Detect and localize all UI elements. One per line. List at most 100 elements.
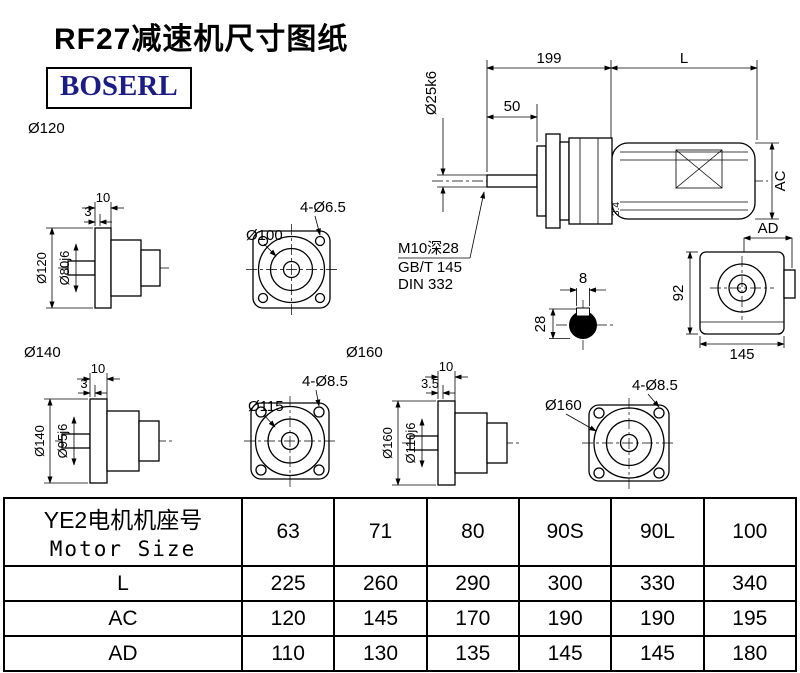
value-cell: 170 xyxy=(425,600,520,637)
bolt-hole xyxy=(593,407,605,419)
output-end-view: AD 92 145 xyxy=(670,220,796,363)
f140-pilot-dia: Ø115 xyxy=(248,398,284,415)
flange-120-plate xyxy=(94,227,112,309)
page-title: RF27减速机尺寸图纸 xyxy=(54,23,349,56)
f140-spigot-dia: Ø95j6 xyxy=(55,424,70,459)
value-cell: 110 xyxy=(240,635,336,672)
f120-spigot-dia: Ø80j6 xyxy=(57,251,72,286)
dim-50: 50 xyxy=(504,98,521,115)
motor-size-63: 63 xyxy=(240,497,336,567)
dimension-table: YE2电机机座号 Motor Size 63 71 80 90S 90L 100… xyxy=(3,497,798,672)
bolt-hole xyxy=(257,292,269,304)
main-assembly-view: 199 L 50 Ø25k6 AC 3.4 M10深28 GB/T 145 DI… xyxy=(398,50,789,293)
motor-size-header-cell: YE2电机机座号 Motor Size xyxy=(3,497,243,567)
f120-dim-3: 3 xyxy=(84,204,91,219)
table-row-AC: AC 120 145 170 190 190 195 xyxy=(3,600,798,637)
value-cell: 190 xyxy=(517,600,613,637)
f160-holes: 4-Ø8.5 xyxy=(632,377,678,394)
value-cell: 120 xyxy=(240,600,336,637)
motor-body xyxy=(611,142,756,220)
dim-199: 199 xyxy=(536,50,561,67)
f160-spigot-dia: Ø110j6 xyxy=(403,423,418,464)
dim-AD: AD xyxy=(758,220,779,237)
value-cell: 145 xyxy=(333,600,428,637)
gearbox-body xyxy=(568,137,613,225)
row-label-L: L xyxy=(3,565,243,602)
dim-AC: AC xyxy=(772,170,789,191)
f140-flange-dia: Ø140 xyxy=(32,425,47,457)
dim-shaft-diameter: Ø25k6 xyxy=(423,71,440,115)
shaft-keyway-section: 8 28 xyxy=(532,270,614,350)
flange-140-plate xyxy=(89,398,108,484)
flange-160-side-view: Ø160 10 3.5 Ø160 Ø110j6 xyxy=(346,344,520,486)
technical-drawing: 199 L 50 Ø25k6 AC 3.4 M10深28 GB/T 145 DI… xyxy=(24,50,796,489)
thread-note: M10深28 xyxy=(398,240,459,257)
dim-28: 28 xyxy=(532,316,549,333)
f160-dim-3-5: 3.5 xyxy=(421,376,439,391)
header-en: Motor Size xyxy=(49,537,197,562)
flange-140-side-view: Ø140 10 3 Ø140 Ø95j6 xyxy=(24,344,172,484)
flange-160-plate xyxy=(437,400,456,486)
value-cell: 225 xyxy=(240,565,336,602)
bolt-hole xyxy=(653,467,665,479)
f120-pilot-dia: Ø100 xyxy=(246,227,283,244)
bolt-hole xyxy=(593,467,605,479)
bolt-hole xyxy=(255,406,267,418)
f160-pilot-dia: Ø160 xyxy=(545,397,582,414)
value-cell: 130 xyxy=(333,635,428,672)
keyway-slot xyxy=(576,307,590,317)
value-cell: 290 xyxy=(425,565,520,602)
motor-size-80: 80 xyxy=(425,497,520,567)
table-row-L: L 225 260 290 300 330 340 xyxy=(3,565,798,602)
f140-dim-3: 3 xyxy=(80,376,87,391)
flange-140-front-view: Ø115 4-Ø8.5 xyxy=(244,373,348,487)
value-cell: 145 xyxy=(517,635,613,672)
f160-dim-10: 10 xyxy=(439,359,453,374)
value-cell: 135 xyxy=(425,635,520,672)
value-cell: 340 xyxy=(702,565,798,602)
flange-120-title: Ø120 xyxy=(28,120,65,137)
dim-8: 8 xyxy=(579,270,587,287)
header-cn: YE2电机机座号 xyxy=(43,506,203,533)
flange-160-title: Ø160 xyxy=(346,344,383,361)
bolt-hole xyxy=(255,464,267,476)
flange-160-front-view: Ø160 4-Ø8.5 xyxy=(545,377,678,489)
value-cell: 195 xyxy=(702,600,798,637)
bolt-hole xyxy=(313,464,325,476)
bolt-hole xyxy=(314,292,326,304)
motor-size-90L: 90L xyxy=(610,497,705,567)
value-cell: 180 xyxy=(702,635,798,672)
value-cell: 300 xyxy=(517,565,613,602)
input-shaft xyxy=(486,174,538,188)
dim-92: 92 xyxy=(670,285,687,302)
dim-145: 145 xyxy=(729,346,754,363)
dim-L: L xyxy=(680,50,688,67)
standard-gbt: GB/T 145 xyxy=(398,259,462,276)
bolt-hole xyxy=(653,407,665,419)
brand-logo: BOSERL xyxy=(46,67,192,109)
flange-120-front-view: Ø100 4-Ø6.5 xyxy=(246,199,346,315)
row-label-AD: AD xyxy=(3,635,243,672)
motor-size-71: 71 xyxy=(333,497,428,567)
value-cell: 145 xyxy=(610,635,705,672)
bolt-hole xyxy=(313,406,325,418)
f140-dim-10: 10 xyxy=(91,361,105,376)
value-cell: 190 xyxy=(610,600,705,637)
f120-holes: 4-Ø6.5 xyxy=(300,199,346,216)
value-cell: 260 xyxy=(333,565,428,602)
table-header-row: YE2电机机座号 Motor Size 63 71 80 90S 90L 100 xyxy=(3,497,798,567)
value-cell: 330 xyxy=(610,565,705,602)
f160-flange-dia: Ø160 xyxy=(380,427,395,459)
row-label-AC: AC xyxy=(3,600,243,637)
table-row-AD: AD 110 130 135 145 145 180 xyxy=(3,635,798,672)
flange-140-title: Ø140 xyxy=(24,344,61,361)
bolt-hole xyxy=(314,235,326,247)
motor-size-90S: 90S xyxy=(517,497,613,567)
standard-din: DIN 332 xyxy=(398,276,453,293)
motor-size-100: 100 xyxy=(702,497,798,567)
f140-holes: 4-Ø8.5 xyxy=(302,373,348,390)
flange-120-side-view: Ø120 10 3 Ø120 Ø80j6 xyxy=(28,120,170,309)
f120-flange-dia: Ø120 xyxy=(34,252,49,284)
f120-dim-10: 10 xyxy=(96,190,110,205)
dim-3-4: 3.4 xyxy=(611,202,622,216)
